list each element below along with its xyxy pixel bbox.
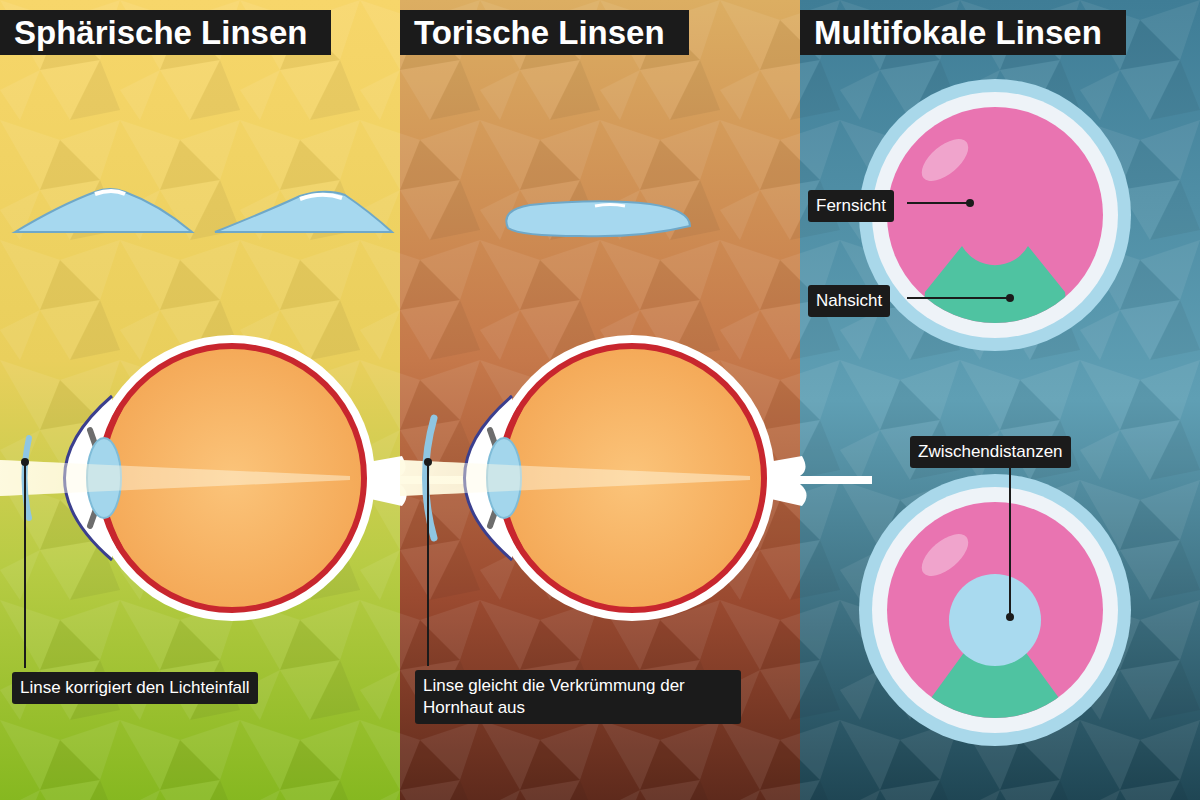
callout-label: Fernsicht: [816, 195, 886, 217]
callout-label: Zwischendistanzen: [918, 441, 1063, 463]
lens-highlight: [300, 195, 342, 199]
lens-highlight: [595, 205, 625, 207]
lens-rim: [859, 79, 1131, 351]
leader-dot: [1006, 613, 1014, 621]
panel-heading: Torische Linsen: [400, 10, 689, 55]
lens-profile: [215, 192, 392, 232]
leader-line: [907, 202, 970, 204]
callout-label: Nahsicht: [816, 290, 882, 312]
callout-label: Linse korrigiert den Lichteinfall: [20, 677, 250, 699]
lens-profile: [15, 189, 192, 232]
lens-panel: Multifokale LinsenFernsichtNahsichtZwisc…: [800, 0, 1200, 800]
leader-line: [907, 297, 1010, 299]
lens-profile: [506, 201, 690, 236]
callout-box: Linse korrigiert den Lichteinfall: [12, 672, 258, 704]
leader-line: [427, 462, 429, 666]
lens-edge: [872, 487, 1118, 733]
lens-highlight: [95, 191, 125, 194]
callout-box: Linse gleicht die Verkrümmung der Hornha…: [415, 670, 741, 724]
leader-line: [1009, 468, 1011, 617]
callout-box: Fernsicht: [808, 190, 894, 222]
near-zone: [920, 246, 1070, 340]
leader-line: [24, 462, 26, 668]
intermediate-zone: [949, 574, 1041, 666]
lens-highlight: [915, 131, 976, 188]
lens-panel: Sphärische LinsenLinse korrigiert den Li…: [0, 0, 400, 800]
lens-rim: [859, 474, 1131, 746]
callout-box: Nahsicht: [808, 285, 890, 317]
leader-dot: [21, 458, 29, 466]
callout-box: Zwischendistanzen: [910, 436, 1071, 468]
leader-dot: [424, 458, 432, 466]
lens-highlight: [915, 526, 976, 583]
panel-heading: Sphärische Linsen: [0, 10, 331, 55]
leader-dot: [966, 199, 974, 207]
leader-dot: [1006, 294, 1014, 302]
callout-label: Linse gleicht die Verkrümmung der Hornha…: [423, 675, 733, 719]
panel-heading: Multifokale Linsen: [800, 10, 1126, 55]
lens-panel: Torische LinsenLinse gleicht die Verkrüm…: [400, 0, 800, 800]
eye-cross-section: [400, 335, 872, 621]
